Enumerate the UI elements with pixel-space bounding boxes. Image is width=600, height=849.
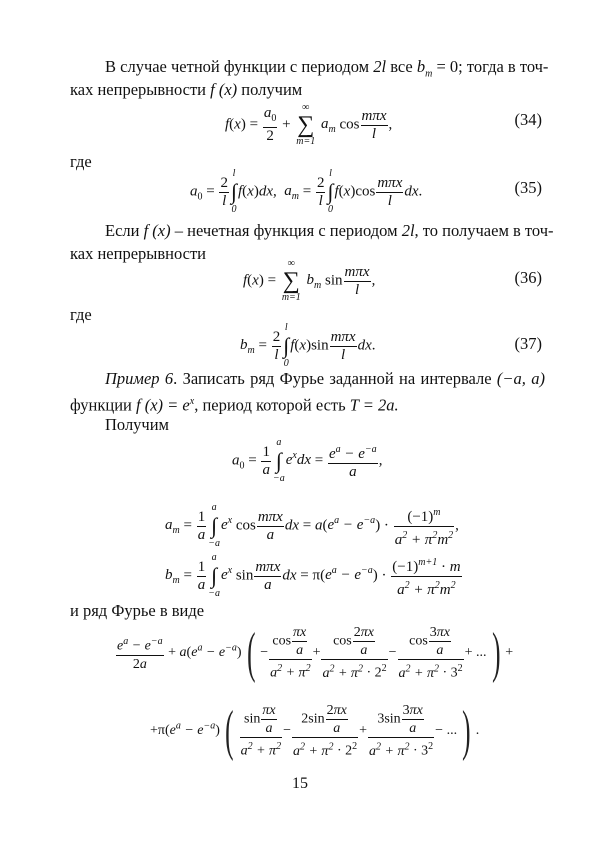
text: В случае четной функции с периодом [105, 57, 374, 76]
text: . Записать ряд Фурье заданной на интерва… [173, 369, 497, 388]
text: Если [105, 221, 144, 240]
paragraph-odd-function-line1: Если f (x) – нечетная функция с периодом… [105, 220, 554, 242]
math-b: b [416, 57, 426, 76]
paragraph-even-function-line1: В случае четной функции с периодом 2l вс… [105, 56, 549, 85]
label-series-intro: и ряд Фурье в виде [70, 601, 205, 620]
paragraph-odd-function-line2: ках непрерывности [70, 244, 207, 263]
equation-number-35: (35) [514, 178, 543, 197]
math-fx-ex: f (x) = e [136, 395, 190, 415]
text: = 0; тогда в точ- [432, 57, 549, 76]
text: – нечетная функция с периодом [170, 221, 402, 240]
math-2l: 2l [401, 221, 415, 240]
text: , период которой есть [194, 395, 350, 415]
math-fx: f (x) [143, 221, 171, 240]
paragraph-even-function-line2: ках непрерывности f (x) получим [70, 79, 302, 101]
math-period: T = 2a. [349, 395, 399, 415]
example-6-line1: Пример 6. Записать ряд Фурье заданной на… [105, 368, 545, 390]
equation-number-37: (37) [514, 334, 543, 353]
page-number: 15 [292, 775, 308, 792]
example-6-line2: функции f (x) = ex, период которой есть … [70, 391, 399, 417]
math-fx: f (x) [210, 80, 238, 99]
equation-number-36: (36) [514, 268, 543, 287]
text: получим [237, 80, 303, 99]
label-gde-2: где [70, 305, 92, 324]
math-2l: 2l [373, 57, 387, 76]
label-gde-1: где [70, 152, 92, 171]
label-poluchim: Получим [105, 415, 170, 434]
text: , то получаем в точ- [414, 221, 554, 240]
equation-number-34: (34) [514, 110, 543, 129]
text: все [386, 57, 417, 76]
text: ках непрерывности [70, 80, 211, 99]
math-sub-m: m [425, 68, 433, 80]
math-sup-x: x [189, 396, 195, 407]
text: функции [70, 395, 136, 415]
example-label: Пример 6 [105, 369, 174, 388]
math-interval: (−a, a) [496, 369, 545, 388]
